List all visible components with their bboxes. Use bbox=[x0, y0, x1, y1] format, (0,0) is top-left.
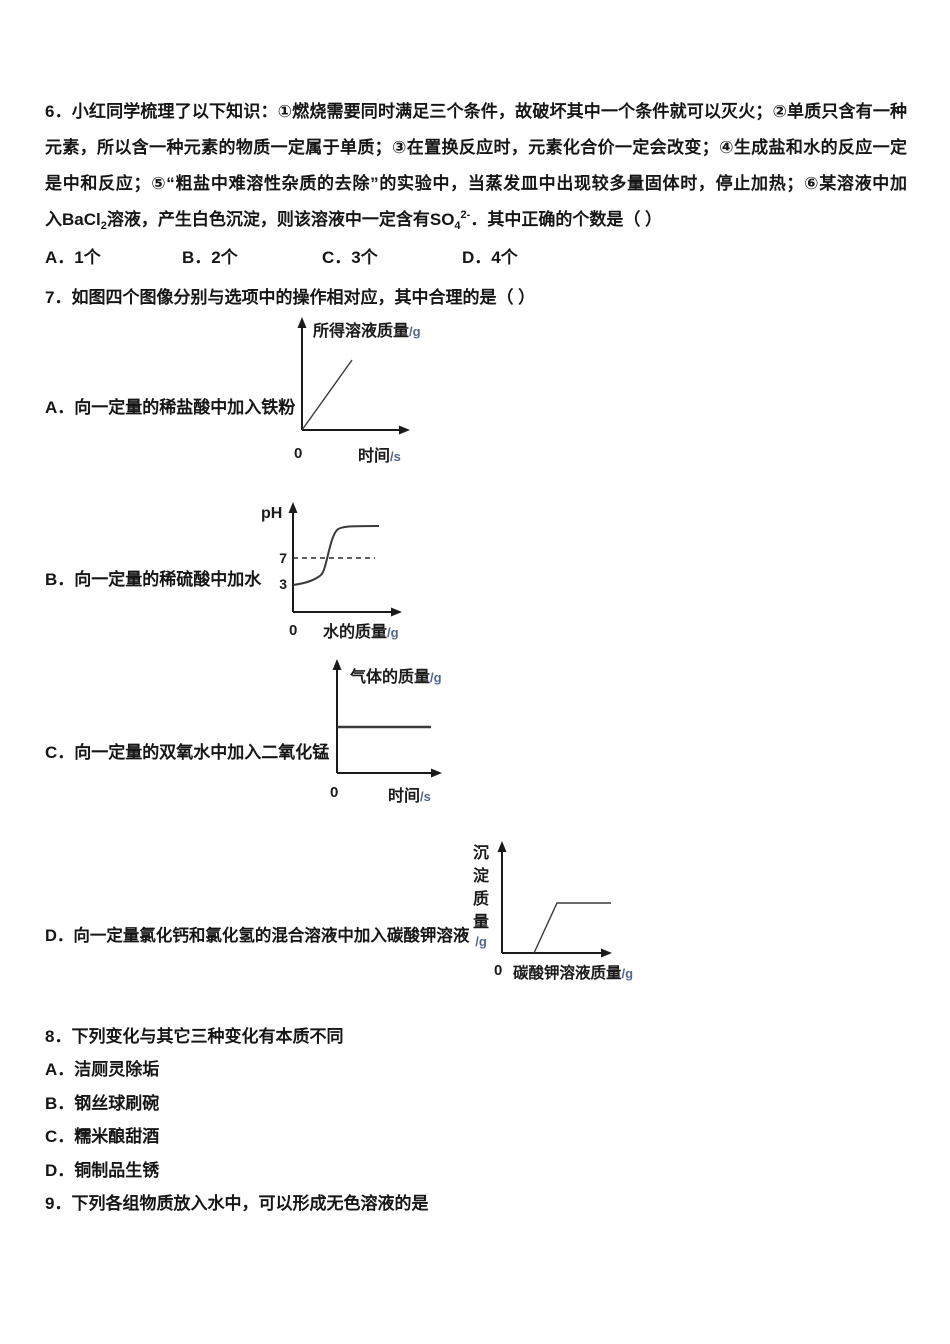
graph-c-x-label: 时间/s bbox=[388, 786, 431, 805]
q6-options-row: A．1个 B．2个 C．3个 D．4个 bbox=[0, 240, 950, 276]
so4-superscript: 2- bbox=[460, 209, 471, 221]
q9-title: 9．下列各组物质放入水中，可以形成无色溶液的是 bbox=[45, 1194, 429, 1213]
graph-d-y-label: 沉淀质量/g bbox=[471, 842, 491, 950]
q6-end-text: ．其中正确的个数是（ ） bbox=[470, 210, 663, 229]
graph-c: 气体的质量/g 0 时间/s bbox=[330, 659, 442, 805]
q6-text-line-2: 元素，所以含一种元素的物质一定属于单质；③在置换反应时，元素化合价一定会改变；④… bbox=[45, 138, 907, 157]
graph-b-y-arrow bbox=[288, 502, 298, 513]
q8-option-c: C．糯米酿甜酒 bbox=[45, 1127, 160, 1146]
graph-c-origin-label: 0 bbox=[330, 784, 338, 801]
graph-a-y-arrow bbox=[297, 317, 307, 328]
q6-text-line-4: 入BaCl2溶液，产生白色沉淀，则该溶液中一定含有SO42-．其中正确的个数是（… bbox=[45, 202, 662, 238]
graph-d-curve bbox=[533, 902, 611, 954]
q6-option-b: B．2个 bbox=[182, 248, 238, 267]
graph-d-origin-label: 0 bbox=[494, 962, 502, 979]
q7-option-c: C．向一定量的双氧水中加入二氧化锰 bbox=[45, 743, 330, 762]
graph-d-x-arrow bbox=[601, 948, 612, 958]
graph-d-y-arrow bbox=[497, 841, 507, 852]
graph-b-origin-label: 0 bbox=[289, 622, 297, 639]
q6-text-line-1: 6．小红同学梳理了以下知识：①燃烧需要同时满足三个条件，故破坏其中一个条件就可以… bbox=[45, 102, 907, 121]
graph-b-y-label: pH bbox=[261, 505, 282, 522]
graph-c-y-arrow bbox=[332, 659, 342, 670]
graph-c-x-arrow bbox=[431, 768, 442, 778]
graph-b-x-arrow bbox=[391, 607, 402, 617]
graph-b-x-label: 水的质量/g bbox=[323, 622, 399, 641]
graph-d-x-label: 碳酸钾溶液质量/g bbox=[513, 963, 633, 982]
graph-a-curve bbox=[301, 359, 353, 431]
graph-b: pH 7 3 0 水的质量/g bbox=[261, 502, 402, 641]
so4-subscript: 4 bbox=[454, 220, 461, 232]
q8-option-d: D．铜制品生锈 bbox=[45, 1161, 160, 1180]
q6-option-d: D．4个 bbox=[462, 248, 518, 267]
q6-text-line-3: 是中和反应；⑤“粗盐中难溶性杂质的去除”的实验中，当蒸发皿中出现较多量固体时，停… bbox=[45, 174, 907, 193]
graph-d: 0 碳酸钾溶液质量/g bbox=[494, 841, 633, 982]
q6-option-c: C．3个 bbox=[322, 248, 378, 267]
graph-d-y-label-unit: /g bbox=[475, 934, 487, 949]
bacl2-subscript: 2 bbox=[100, 220, 107, 232]
q7-title: 7．如图四个图像分别与选项中的操作相对应，其中合理的是（ ） bbox=[45, 288, 536, 307]
q8-option-a: A．洁厕灵除垢 bbox=[45, 1060, 160, 1079]
graph-b-curve bbox=[292, 525, 380, 586]
q7-option-b: B．向一定量的稀硫酸中加水 bbox=[45, 570, 262, 589]
graph-b-tick-3: 3 bbox=[279, 576, 287, 592]
graph-a: 所得溶液质量/g 0 时间/s bbox=[294, 317, 421, 465]
q7-option-a: A．向一定量的稀盐酸中加入铁粉 bbox=[45, 398, 296, 417]
q6-option-a: A．1个 bbox=[45, 248, 101, 267]
graph-a-origin-label: 0 bbox=[294, 445, 302, 462]
graph-a-x-label: 时间/s bbox=[358, 446, 401, 465]
graph-a-y-label: 所得溶液质量/g bbox=[313, 321, 421, 340]
graph-c-y-label: 气体的质量/g bbox=[349, 667, 442, 686]
q6-formula-text: 入BaCl bbox=[45, 210, 101, 229]
graph-b-tick-7: 7 bbox=[279, 550, 287, 566]
q8-title: 8．下列变化与其它三种变化有本质不同 bbox=[45, 1027, 344, 1046]
graph-d-y-label-text: 沉淀质量 bbox=[472, 845, 489, 931]
q6-mid-text: 溶液，产生白色沉淀，则该溶液中一定含有SO bbox=[106, 210, 455, 229]
graph-a-x-arrow bbox=[399, 425, 410, 435]
q8-option-b: B．钢丝球刷碗 bbox=[45, 1094, 160, 1113]
q7-option-d: D．向一定量氯化钙和氯化氢的混合溶液中加入碳酸钾溶液 bbox=[45, 927, 470, 945]
